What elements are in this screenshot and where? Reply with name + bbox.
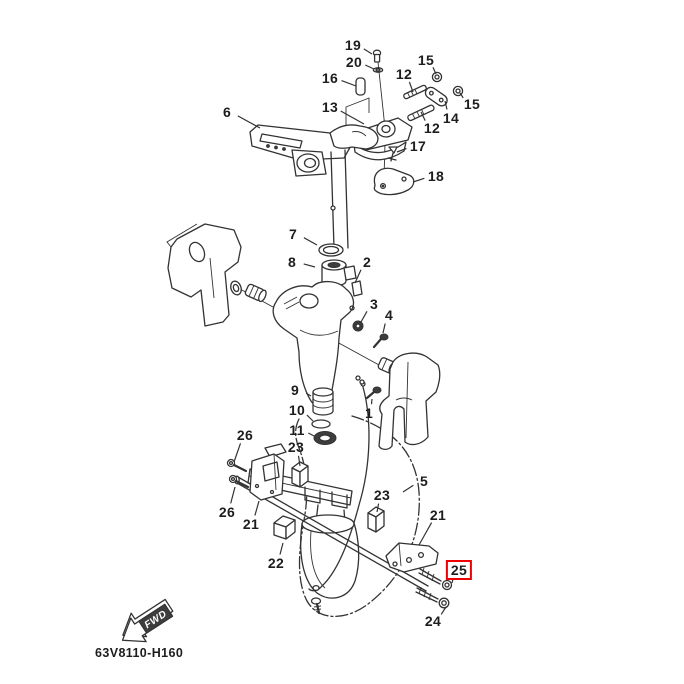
plate-18: [373, 167, 415, 196]
bottom-screw: [310, 597, 322, 615]
bracket-21-right: [385, 542, 439, 573]
callout-13[interactable]: 13: [321, 99, 339, 115]
diagram-code: 63V8110-H160: [95, 646, 184, 660]
callout-7[interactable]: 7: [288, 226, 298, 242]
callout-2[interactable]: 2: [362, 254, 372, 270]
frame-outline-5: [294, 415, 420, 617]
callout-3[interactable]: 3: [369, 296, 379, 312]
callout-22[interactable]: 22: [267, 555, 285, 571]
nut-3: [352, 320, 364, 332]
callout-8[interactable]: 8: [287, 254, 297, 270]
washer-20: [372, 67, 384, 73]
callout-23[interactable]: 23: [287, 439, 305, 455]
screw-19: [372, 49, 382, 63]
callout-12[interactable]: 12: [395, 66, 413, 82]
callout-12[interactable]: 12: [423, 120, 441, 136]
callout-19[interactable]: 19: [344, 37, 362, 53]
right-clamp-bracket: [378, 352, 441, 451]
callout-21[interactable]: 21: [429, 507, 447, 523]
bolt-washer-25: [418, 567, 453, 591]
callout-10[interactable]: 10: [288, 402, 306, 418]
callout-1[interactable]: 1: [364, 405, 374, 421]
swivel-tube: [330, 149, 349, 249]
seal-11: [313, 431, 337, 445]
screw-4: [372, 333, 389, 349]
stud-12-upper: [403, 84, 427, 100]
callout-26[interactable]: 26: [218, 504, 236, 520]
bushing-8: [321, 259, 357, 287]
callout-23[interactable]: 23: [373, 487, 391, 503]
callout-11[interactable]: 11: [289, 422, 305, 438]
callout-14[interactable]: 14: [442, 110, 460, 126]
callout-16[interactable]: 16: [321, 70, 339, 86]
callout-4[interactable]: 4: [384, 307, 394, 323]
fwd-arrow: FWD: [121, 598, 174, 643]
left-clamp-bracket: [166, 223, 242, 327]
callout-9[interactable]: 9: [290, 382, 300, 398]
bushing-9: [312, 387, 334, 416]
washer-10: [311, 419, 331, 429]
bolt-26-upper: [226, 458, 248, 473]
callout-26[interactable]: 26: [236, 427, 254, 443]
bracket-21-left: [249, 443, 287, 501]
callout-15[interactable]: 15: [417, 52, 435, 68]
callout-17[interactable]: 17: [409, 138, 427, 154]
callout-24[interactable]: 24: [424, 613, 442, 629]
mount-23-left: [291, 461, 309, 488]
bolt-26-lower: [228, 474, 250, 489]
cotter-17: [387, 146, 398, 162]
callout-18[interactable]: 18: [427, 168, 445, 184]
cable: [308, 386, 370, 592]
damper-22: [273, 515, 296, 540]
callout-15[interactable]: 15: [463, 96, 481, 112]
callout-6[interactable]: 6: [222, 104, 232, 120]
left-washer-bushing: [230, 280, 267, 303]
callout-25-highlighted[interactable]: 25: [445, 560, 473, 580]
bolt-1: [359, 379, 382, 400]
callout-20[interactable]: 20: [345, 54, 363, 70]
swivel-bracket-body: [272, 280, 366, 408]
mount-23-right: [367, 506, 385, 533]
bolt-24: [415, 586, 450, 609]
steering-arm-6: [249, 124, 379, 177]
callout-5[interactable]: 5: [419, 473, 429, 489]
callout-21[interactable]: 21: [242, 516, 260, 532]
oring-7: [318, 243, 344, 257]
nut-15-upper: [431, 71, 443, 83]
